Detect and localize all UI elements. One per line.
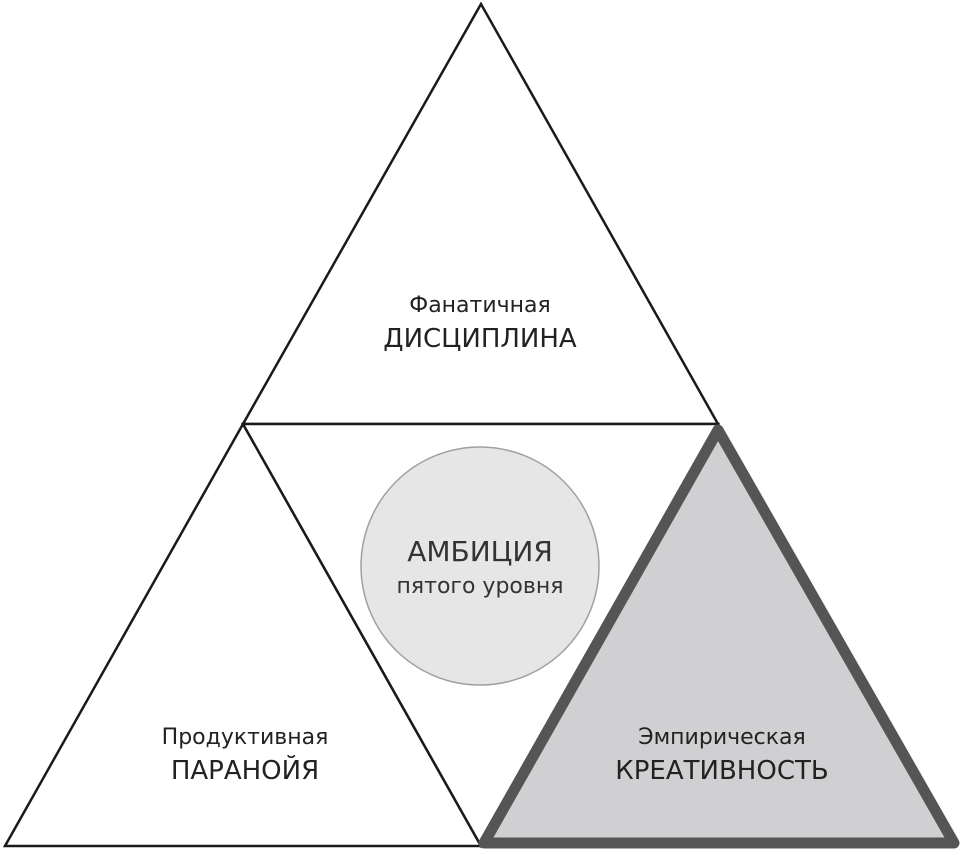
- center-circle: [360, 446, 600, 686]
- right-label-line1: Эмпирическая: [638, 725, 806, 750]
- left-label-line1: Продуктивная: [162, 725, 329, 750]
- center-label-line1: АМБИЦИЯ: [407, 535, 553, 568]
- top-triangle: [240, 1, 721, 426]
- right-triangle-highlighted: [478, 424, 960, 849]
- left-label-line2: ПАРАНОЙЯ: [171, 754, 319, 786]
- top-label-line1: Фанатичная: [409, 293, 551, 318]
- center-label-line2: пятого уровня: [397, 574, 564, 599]
- right-label-line2: КРЕАТИВНОСТЬ: [615, 756, 828, 786]
- top-label-line2: ДИСЦИПЛИНА: [383, 324, 577, 354]
